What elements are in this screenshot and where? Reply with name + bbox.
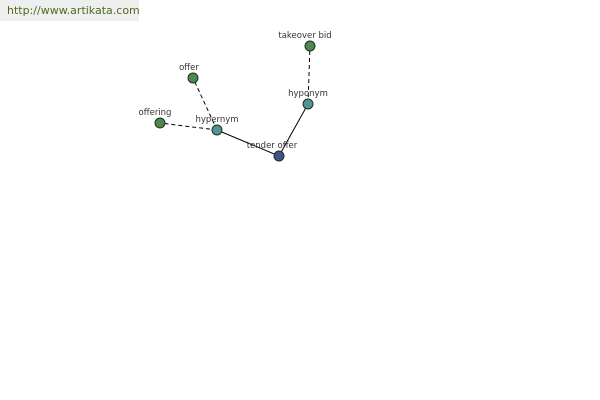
node-label-tender-offer[interactable]: tender offer (247, 141, 298, 151)
node-label-takeover-bid[interactable]: takeover bid (278, 31, 331, 41)
edge-tender-offer-hyponym (278, 103, 309, 157)
edge-hypernym-offer (192, 77, 218, 131)
graph-nodes (154, 40, 316, 162)
site-url-link[interactable]: http://www.artikata.com (7, 4, 140, 17)
node-offer[interactable] (187, 72, 199, 84)
edge-hypernym-offering (159, 122, 218, 131)
node-label-offer[interactable]: offer (179, 63, 199, 73)
edge-tender-offer-hypernym (216, 129, 280, 157)
node-label-offering[interactable]: offering (139, 108, 172, 118)
graph-edges (159, 45, 311, 157)
node-hypernym[interactable] (211, 124, 223, 136)
node-label-hypernym[interactable]: hypernym (195, 115, 238, 125)
node-takeover-bid[interactable] (304, 40, 316, 52)
graph-labels: tender offer hypernym hyponym offer offering… (139, 31, 332, 151)
url-banner: http://www.artikata.com (0, 0, 140, 21)
node-label-hyponym[interactable]: hyponym (288, 89, 328, 99)
node-offering[interactable] (154, 117, 166, 129)
node-tender-offer[interactable] (273, 150, 285, 162)
edge-hyponym-takeover-bid (307, 45, 311, 105)
node-hyponym[interactable] (302, 98, 314, 110)
